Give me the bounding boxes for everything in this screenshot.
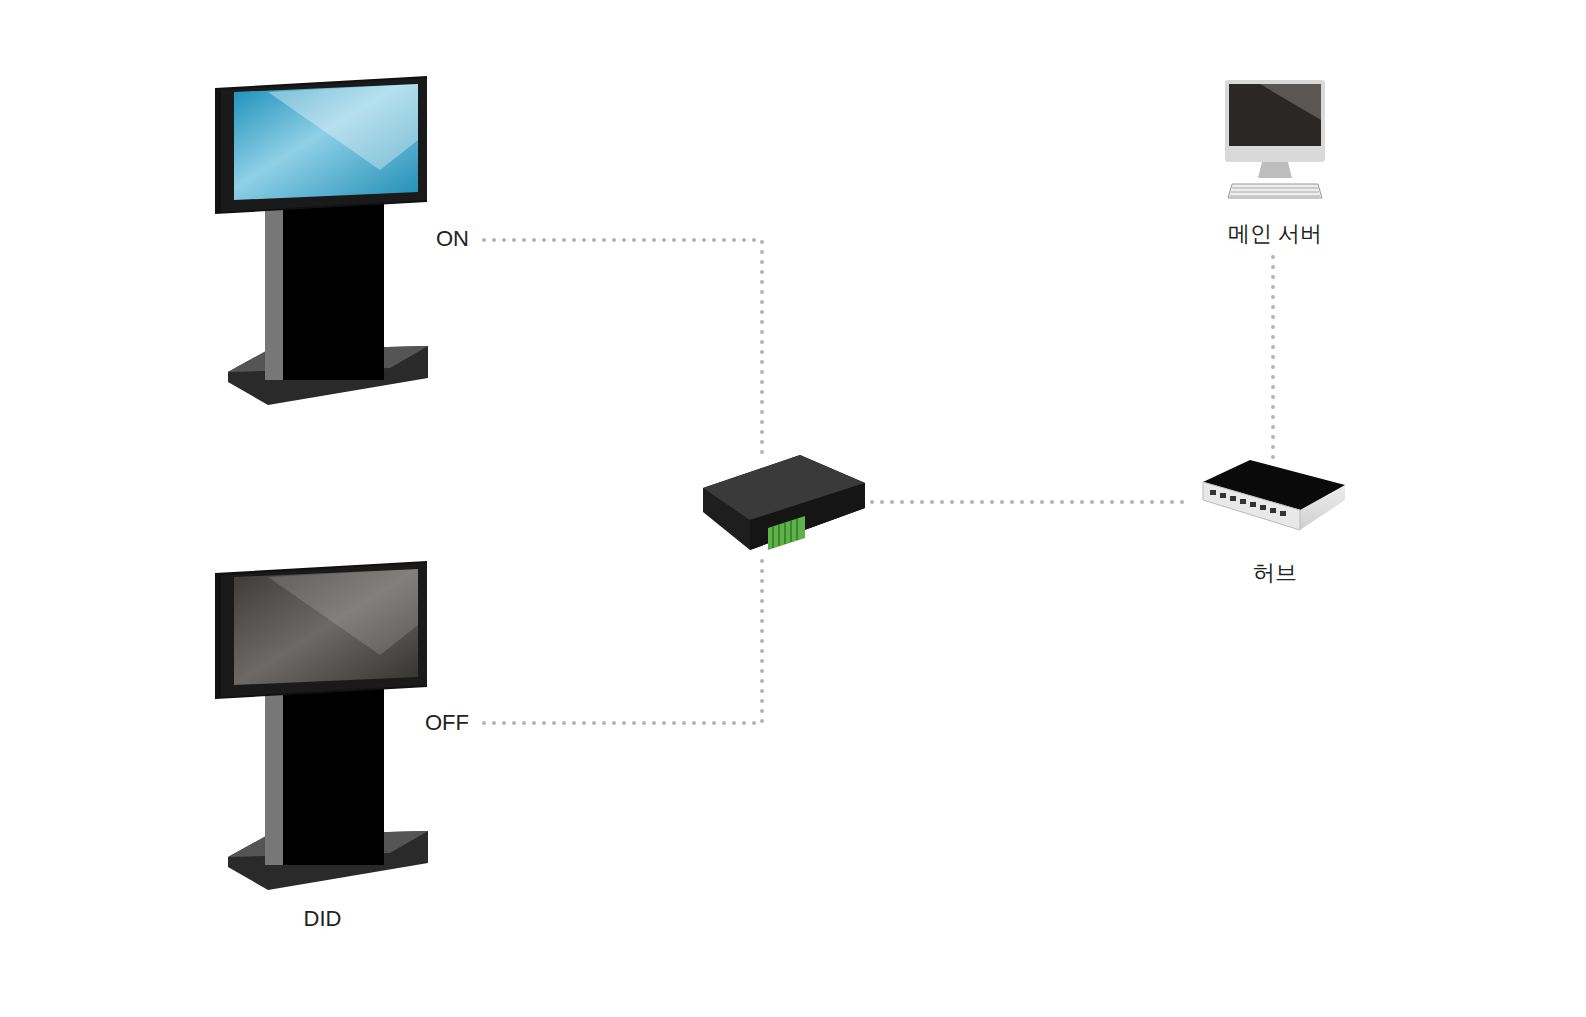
server-node: 메인 서버	[1205, 72, 1345, 248]
hub-device	[1203, 460, 1345, 530]
connector	[484, 502, 1189, 723]
on-wire	[484, 240, 762, 462]
controller	[703, 455, 865, 550]
node-label: 허브	[1253, 559, 1297, 587]
connector	[1271, 252, 1275, 457]
kiosk-off	[215, 561, 428, 890]
node-label: 메인 서버	[1228, 220, 1322, 248]
did-node: DID	[215, 555, 430, 933]
signal-label: ON	[434, 225, 471, 253]
server-computer	[1225, 80, 1325, 198]
kiosk-on	[215, 76, 428, 405]
hub-node: 허브	[1195, 455, 1355, 587]
node-label: DID	[304, 905, 342, 933]
signal-label: OFF	[423, 709, 471, 737]
